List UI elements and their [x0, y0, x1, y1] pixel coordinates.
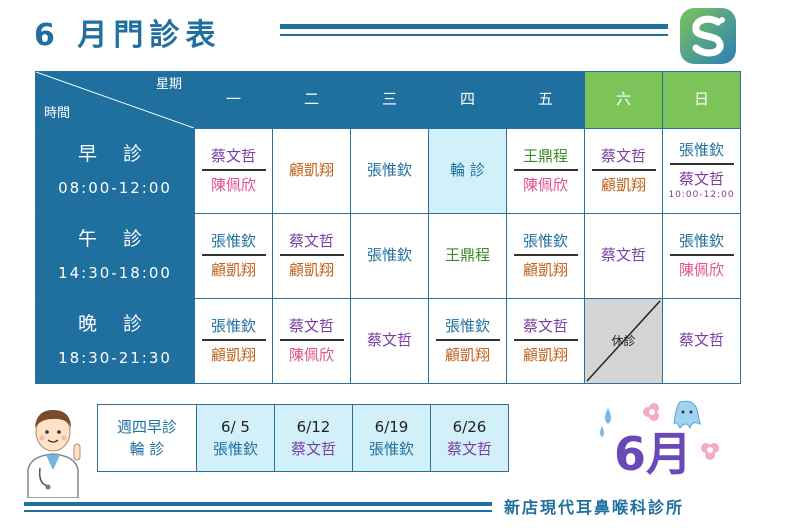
- corner-week-label: 星期: [155, 77, 182, 92]
- day-header-thu: 四: [428, 71, 507, 129]
- day-header-tue: 二: [272, 71, 351, 129]
- month-deco-text: 6月: [614, 427, 692, 481]
- page-title: 6 月門診表: [34, 18, 222, 53]
- doctor-name: 蔡文哲: [201, 147, 266, 171]
- doctor-name: 蔡文哲: [600, 246, 646, 265]
- cell-morning-mon: 蔡文哲 陳佩欣: [194, 128, 273, 214]
- day-header-wed: 三: [350, 71, 429, 129]
- footer-divider: [24, 502, 492, 512]
- doctor-name: 王鼎程: [513, 147, 578, 171]
- doctor-name: 顧凱翔: [288, 161, 334, 180]
- cell-afternoon-fri: 張惟欽 顧凱翔: [506, 213, 585, 299]
- thursday-rotation-table: 週四早診 輪 診 6/ 5 張惟欽 6/12 蔡文哲 6/19 張惟欽 6/26…: [97, 404, 509, 472]
- cell-morning-wed: 張惟欽: [350, 128, 429, 214]
- doctor-name: 顧凱翔: [210, 346, 256, 364]
- doctor-name: 輪 診: [450, 161, 485, 180]
- doctor-name: 張惟欽: [513, 232, 578, 256]
- doctor-name: 蔡文哲: [279, 317, 344, 341]
- cell-evening-sat-closed: 休診: [584, 298, 663, 384]
- cell-afternoon-wed: 張惟欽: [350, 213, 429, 299]
- doctor-name: 蔡文哲: [290, 440, 336, 458]
- doctor-name: 張惟欽: [368, 440, 414, 458]
- cell-afternoon-tue: 蔡文哲 顧凱翔: [272, 213, 351, 299]
- title-divider: [280, 24, 668, 36]
- doctor-name: 陳佩欣: [288, 346, 334, 364]
- cell-morning-sun: 張惟欽 蔡文哲 10:00-12:00: [662, 128, 741, 214]
- thursday-entry: 6/12 蔡文哲: [274, 404, 353, 472]
- slot-evening: 晚 診 18:30-21:30: [35, 298, 195, 384]
- cell-evening-fri: 蔡文哲 顧凱翔: [506, 298, 585, 384]
- doctor-name: 張惟欽: [366, 161, 412, 180]
- cell-evening-mon: 張惟欽 顧凱翔: [194, 298, 273, 384]
- doctor-name: 張惟欽: [366, 246, 412, 265]
- cell-evening-wed: 蔡文哲: [350, 298, 429, 384]
- doctor-name: 顧凱翔: [600, 176, 646, 194]
- thursday-entry: 6/19 張惟欽: [352, 404, 431, 472]
- cell-morning-fri: 王鼎程 陳佩欣: [506, 128, 585, 214]
- slot-afternoon: 午 診 14:30-18:00: [35, 213, 195, 299]
- sunday-morning-note: 10:00-12:00: [668, 190, 735, 201]
- doctor-name: 蔡文哲: [513, 317, 578, 341]
- cell-morning-thu: 輪 診: [428, 128, 507, 214]
- doctor-name: 張惟欽: [201, 317, 266, 341]
- thursday-entry: 6/ 5 張惟欽: [196, 404, 275, 472]
- clinic-name: 新店現代耳鼻喉科診所: [504, 498, 685, 517]
- doctor-name: 蔡文哲: [279, 232, 344, 256]
- slot-morning: 早 診 08:00-12:00: [35, 128, 195, 214]
- row-morning: 早 診 08:00-12:00 蔡文哲 陳佩欣 顧凱翔 張惟欽 輪 診 王鼎程 …: [35, 128, 741, 214]
- doctor-name: 陳佩欣: [522, 176, 568, 194]
- doctor-name: 王鼎程: [444, 246, 490, 265]
- doctor-name: 張惟欽: [669, 141, 734, 165]
- doctor-name: 張惟欽: [435, 317, 500, 341]
- doctor-name: 顧凱翔: [288, 261, 334, 279]
- day-header-sat: 六: [584, 71, 663, 129]
- doctor-name: 蔡文哲: [678, 331, 724, 350]
- thursday-entry: 6/26 蔡文哲: [430, 404, 509, 472]
- doctor-name: 陳佩欣: [210, 176, 256, 194]
- cell-afternoon-mon: 張惟欽 顧凱翔: [194, 213, 273, 299]
- cell-evening-thu: 張惟欽 顧凱翔: [428, 298, 507, 384]
- cell-afternoon-sat: 蔡文哲: [584, 213, 663, 299]
- cell-evening-sun: 蔡文哲: [662, 298, 741, 384]
- cell-morning-sat: 蔡文哲 顧凱翔: [584, 128, 663, 214]
- cell-afternoon-thu: 王鼎程: [428, 213, 507, 299]
- doctor-name: 蔡文哲: [591, 147, 656, 171]
- month-six-decoration-icon: 6月: [600, 400, 719, 482]
- doctor-name: 顧凱翔: [210, 261, 256, 279]
- doctor-name: 蔡文哲: [678, 169, 724, 188]
- day-header-fri: 五: [506, 71, 585, 129]
- doctor-name: 張惟欽: [212, 440, 258, 458]
- doctor-name: 張惟欽: [201, 232, 266, 256]
- day-header-mon: 一: [194, 71, 273, 129]
- doctor-name: 蔡文哲: [446, 440, 492, 458]
- row-afternoon: 午 診 14:30-18:00 張惟欽 顧凱翔 蔡文哲 顧凱翔 張惟欽 王鼎程 …: [35, 213, 741, 299]
- doctor-name: 顧凱翔: [522, 261, 568, 279]
- corner-header: 星期 時間: [35, 71, 195, 129]
- cell-afternoon-sun: 張惟欽 陳佩欣: [662, 213, 741, 299]
- schedule-table: 星期 時間 一 二 三 四 五 六 日 早 診 08:00-12:00 蔡文哲 …: [35, 71, 741, 384]
- doctor-name: 陳佩欣: [678, 261, 724, 279]
- row-evening: 晚 診 18:30-21:30 張惟欽 顧凱翔 蔡文哲 陳佩欣 蔡文哲 張惟欽 …: [35, 298, 741, 384]
- doctor-name: 顧凱翔: [444, 346, 490, 364]
- s-logo-icon: [680, 8, 736, 64]
- cell-evening-tue: 蔡文哲 陳佩欣: [272, 298, 351, 384]
- day-header-sun: 日: [662, 71, 741, 129]
- cell-morning-tue: 顧凱翔: [272, 128, 351, 214]
- doctor-illustration-icon: [27, 410, 81, 498]
- doctor-name: 蔡文哲: [366, 331, 412, 350]
- thursday-rotation-label: 週四早診 輪 診: [97, 404, 197, 472]
- doctor-name: 張惟欽: [669, 232, 734, 256]
- corner-time-label: 時間: [44, 106, 71, 122]
- doctor-name: 顧凱翔: [522, 346, 568, 364]
